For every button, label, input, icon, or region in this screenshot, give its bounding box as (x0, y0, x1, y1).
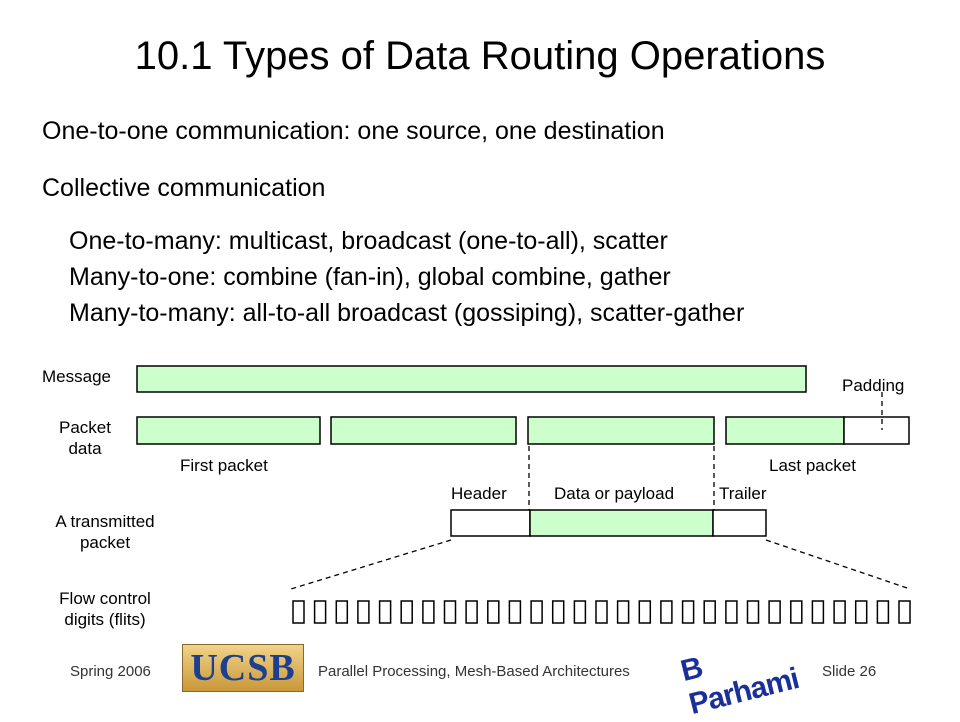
flit (357, 600, 370, 624)
label-packet-data-line2: data (68, 439, 102, 458)
flit (616, 600, 630, 624)
label-transmitted-line2: packet (79, 533, 131, 552)
flit (400, 600, 413, 624)
flit (443, 600, 457, 624)
flit (876, 600, 890, 624)
label-message: Message (42, 367, 111, 386)
flit-row (292, 600, 911, 624)
annotation-padding: Padding (842, 376, 905, 395)
annotation-first-packet: First packet (180, 456, 268, 475)
flit (660, 600, 673, 624)
flit (292, 600, 305, 624)
flit (703, 600, 716, 624)
annotation-header: Header (451, 484, 507, 503)
footer-slide-number: Slide 26 (822, 663, 877, 680)
flit (508, 600, 522, 624)
flit (746, 600, 760, 624)
footer-course-title: Parallel Processing, Mesh-Based Architec… (318, 663, 630, 680)
flit (530, 600, 543, 624)
sub-bullet-many-to-one: Many-to-one: combine (fan-in), global co… (69, 263, 671, 291)
flit (833, 600, 846, 624)
label-transmitted-packet: A transmitted packet (30, 511, 180, 553)
flit (725, 600, 738, 624)
flit (898, 600, 911, 624)
packet-3 (527, 416, 715, 445)
payload-segment (529, 509, 714, 537)
packet-2 (330, 416, 517, 445)
flit (465, 600, 478, 624)
sub-bullet-many-to-many: Many-to-many: all-to-all broadcast (goss… (69, 299, 745, 327)
flit (790, 600, 803, 624)
annotation-last-packet: Last packet (769, 456, 856, 475)
label-flits: Flow control digits (flits) (40, 588, 170, 630)
expand-right (765, 539, 911, 590)
flit (768, 600, 781, 624)
packet-1 (136, 416, 321, 445)
footer-date: Spring 2006 (70, 663, 151, 680)
bullet-one-to-one: One-to-one communication: one source, on… (42, 117, 665, 145)
annotation-payload: Data or payload (554, 484, 675, 503)
label-flits-line2: digits (flits) (64, 610, 146, 629)
flit (681, 600, 695, 624)
flit (378, 600, 392, 624)
flit (422, 600, 435, 624)
flit (811, 600, 825, 624)
flit (551, 600, 565, 624)
flit (854, 600, 868, 624)
packet-4-padding (843, 416, 910, 445)
packet-4-data (725, 416, 845, 445)
ucsb-logo: UCSB (182, 644, 304, 692)
header-segment (450, 509, 531, 537)
label-packet-data-line1: Packet (59, 418, 111, 437)
sub-bullet-one-to-many: One-to-many: multicast, broadcast (one-t… (69, 227, 668, 255)
flit (595, 600, 608, 624)
flit (487, 600, 500, 624)
bullet-collective: Collective communication (42, 174, 326, 202)
label-packet-data: Packet data (40, 417, 130, 459)
slide-title: 10.1 Types of Data Routing Operations (134, 34, 826, 78)
message-bar (136, 365, 807, 393)
label-flits-line1: Flow control (59, 589, 151, 608)
expand-left (290, 539, 452, 590)
label-transmitted-line1: A transmitted (55, 512, 155, 531)
annotation-trailer: Trailer (719, 484, 767, 503)
flit (335, 600, 349, 624)
flit (573, 600, 587, 624)
trailer-segment (712, 509, 767, 537)
flit (313, 600, 327, 624)
flit (638, 600, 652, 624)
